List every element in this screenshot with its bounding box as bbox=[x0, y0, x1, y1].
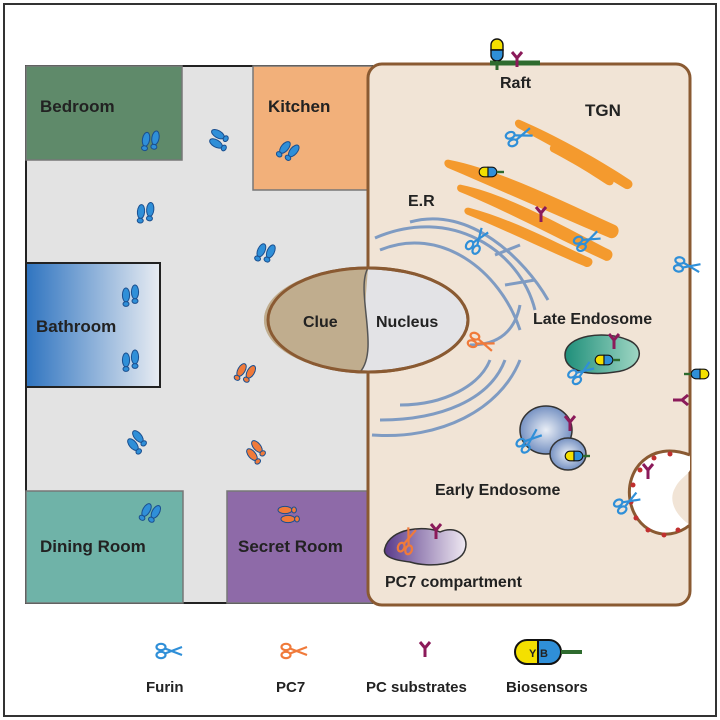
tgn-label: TGN bbox=[585, 101, 621, 120]
er-label: E.R bbox=[408, 193, 435, 210]
bedroom-label: Bedroom bbox=[40, 97, 115, 116]
endoplasmic-reticulum bbox=[371, 217, 550, 438]
pc7-compartment: PC7 compartment bbox=[383, 527, 523, 591]
bathroom-room: Bathroom bbox=[25, 262, 161, 388]
pc7-compartment-label: PC7 compartment bbox=[385, 574, 523, 591]
late-endosome: Late Endosome bbox=[533, 311, 652, 375]
secret-room-label: Secret Room bbox=[238, 537, 343, 556]
legend-biosensor-icon: Y B bbox=[514, 639, 582, 665]
kitchen-label: Kitchen bbox=[268, 97, 330, 116]
early-endosome-label: Early Endosome bbox=[435, 482, 560, 499]
clue-label: Clue bbox=[303, 314, 338, 331]
legend-furin-label: Furin bbox=[146, 679, 184, 696]
late-endosome-label: Late Endosome bbox=[533, 311, 652, 328]
nucleus: Clue Nucleus bbox=[263, 266, 470, 374]
secret-room: Secret Room bbox=[226, 490, 373, 604]
legend-pc7-label: PC7 bbox=[276, 679, 305, 696]
membrane-invagination bbox=[627, 449, 691, 538]
legend-biosensor-y: Y bbox=[529, 648, 537, 660]
dining-room-label: Dining Room bbox=[40, 537, 146, 556]
legend: Furin PC7 PC substrates Y B Biosensors bbox=[146, 639, 588, 696]
legend-biosensors-label: Biosensors bbox=[506, 679, 588, 696]
legend-substrates-label: PC substrates bbox=[366, 679, 467, 696]
raft-label: Raft bbox=[500, 75, 532, 92]
kitchen-room: Kitchen bbox=[252, 65, 373, 191]
bedroom-room: Bedroom bbox=[25, 65, 183, 161]
bathroom-label: Bathroom bbox=[36, 317, 116, 336]
nucleus-label: Nucleus bbox=[376, 314, 438, 331]
raft: Raft bbox=[489, 37, 540, 92]
legend-biosensor-b: B bbox=[540, 648, 548, 660]
